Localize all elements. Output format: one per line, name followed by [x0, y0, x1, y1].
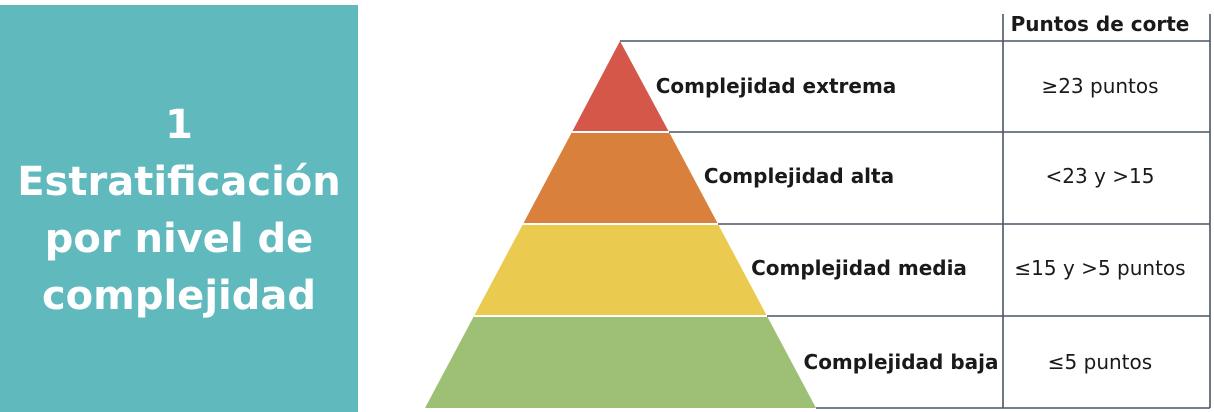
title-panel: 1 Estratificación por nivel de complejid… — [0, 5, 358, 412]
panel-title-line: 1 — [165, 101, 193, 148]
level-label-extrema: Complejidad extrema — [656, 74, 897, 98]
cutoff-value-media: ≤15 y >5 puntos — [1014, 256, 1185, 280]
panel-title-line: complejidad — [41, 272, 316, 319]
cutoff-value-alta: <23 y >15 — [1046, 164, 1155, 188]
panel-title-line: por nivel de — [44, 215, 314, 262]
cutoff-value-baja: ≤5 puntos — [1048, 350, 1152, 374]
pyramid-band-alta — [523, 132, 718, 224]
cutoff-column-header: Puntos de corte — [1011, 12, 1190, 36]
pyramid-band-extrema — [572, 41, 669, 132]
level-label-media: Complejidad media — [751, 256, 967, 280]
level-label-baja: Complejidad baja — [804, 350, 999, 374]
pyramid-band-media — [474, 224, 767, 316]
panel-title-line: Estratificación — [17, 158, 341, 205]
level-label-alta: Complejidad alta — [704, 164, 894, 188]
table-grid — [620, 14, 1211, 409]
pyramid-band-baja — [425, 316, 816, 408]
panel-title: 1 Estratificación por nivel de complejid… — [17, 97, 341, 325]
cutoff-value-extrema: ≥23 puntos — [1041, 74, 1158, 98]
